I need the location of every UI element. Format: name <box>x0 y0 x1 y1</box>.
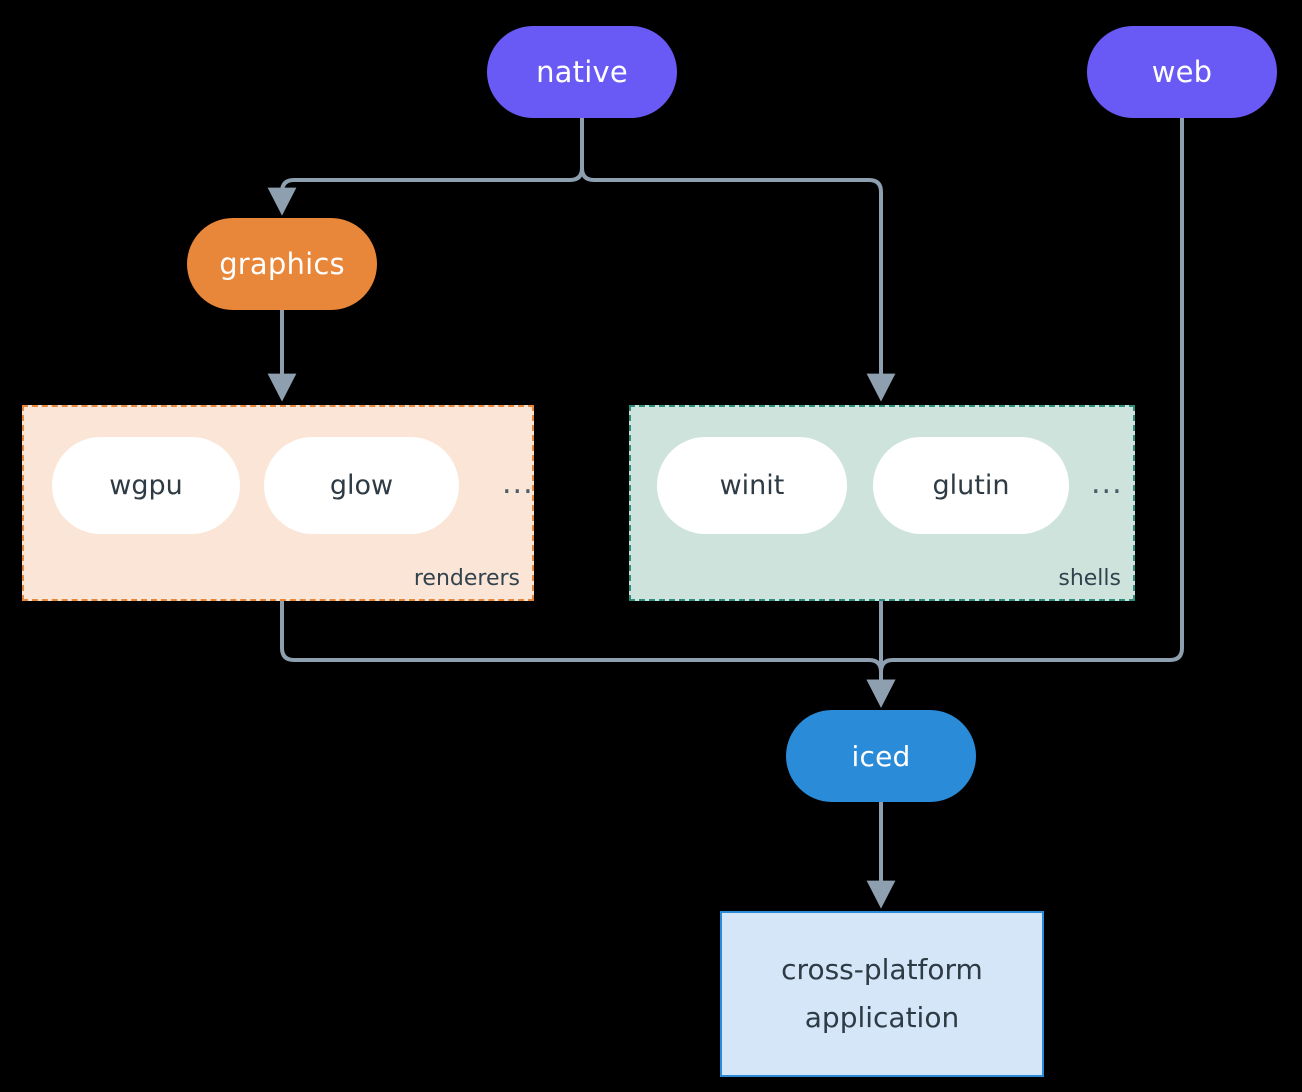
node-graphics-label: graphics <box>219 247 345 281</box>
group-shells: winit glutin ... shells <box>629 405 1135 601</box>
edge-native-shells <box>580 118 896 402</box>
node-glow-label: glow <box>329 470 394 501</box>
node-iced-label: iced <box>851 739 911 773</box>
group-renderers-label: renderers <box>413 566 520 591</box>
node-native-label: native <box>536 55 628 89</box>
renderers-overflow-ellipsis: ... <box>502 466 534 501</box>
node-iced[interactable]: iced <box>786 710 976 802</box>
group-renderers: wgpu glow ... renderers <box>22 405 534 601</box>
node-graphics[interactable]: graphics <box>187 218 377 310</box>
node-web[interactable]: web <box>1087 26 1277 118</box>
node-glow[interactable]: glow <box>264 437 459 534</box>
node-winit-label: winit <box>719 470 785 501</box>
application-label-line2: application <box>804 1001 960 1034</box>
edge-renderers-iced <box>280 601 896 708</box>
group-shells-label: shells <box>1058 566 1121 591</box>
edge-native-fork <box>267 118 584 216</box>
node-wgpu[interactable]: wgpu <box>52 437 240 534</box>
node-glutin[interactable]: glutin <box>873 437 1069 534</box>
node-native[interactable]: native <box>487 26 677 118</box>
node-winit[interactable]: winit <box>657 437 847 534</box>
node-cross-platform-application[interactable]: cross-platform application <box>720 911 1044 1077</box>
node-wgpu-label: wgpu <box>109 470 183 501</box>
application-label-line1: cross-platform <box>781 953 983 987</box>
shells-overflow-ellipsis: ... <box>1091 466 1123 501</box>
node-glutin-label: glutin <box>932 470 1010 501</box>
node-web-label: web <box>1151 55 1213 89</box>
